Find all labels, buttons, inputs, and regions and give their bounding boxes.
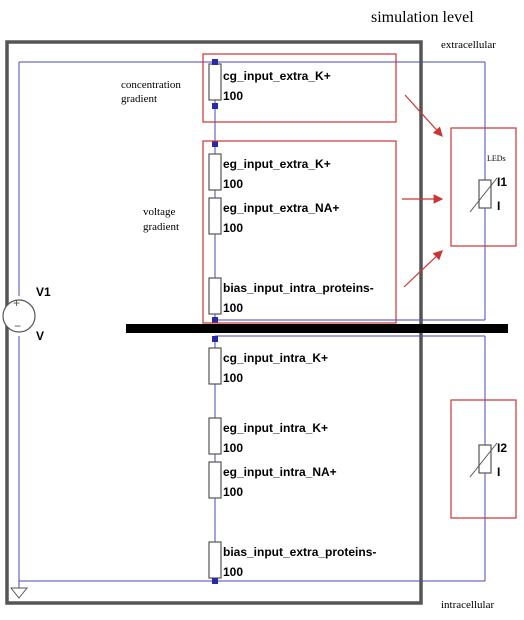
resistor-value: 100 (223, 301, 243, 315)
resistor-bias-intra-proteins: bias_input_intra_proteins- 100 (208, 277, 374, 315)
resistor-icon (208, 277, 222, 315)
voltage-source-v1: + − V1 V (2, 285, 51, 343)
voltage-label: voltage (143, 206, 175, 218)
intracellular-label: intracellular (441, 599, 494, 611)
voltage-gradient-box (202, 140, 397, 324)
wiring (18, 61, 486, 588)
voltage-label-2: gradient (143, 221, 179, 233)
leds-box-top (450, 127, 517, 247)
resistor-name: cg_input_extra_K+ (223, 69, 331, 83)
svg-text:−: − (14, 319, 21, 333)
resistor-icon (208, 417, 222, 455)
arrows (402, 94, 444, 288)
resistor-icon (208, 153, 222, 191)
resistor-icon (208, 63, 222, 101)
current-source-icon (478, 179, 492, 209)
leds-label: LEDs (487, 154, 506, 163)
source-name: V1 (36, 285, 51, 299)
arrow-concentration (404, 94, 443, 137)
current-source-i1: LEDs I1 I (469, 154, 507, 213)
source-name: I2 (497, 441, 507, 455)
concentration-gradient-box (202, 53, 397, 123)
voltage-source-icon (2, 299, 36, 333)
arrow-bias (403, 250, 443, 288)
resistor-icon (208, 461, 222, 499)
resistor-cg-intra-k: cg_input_intra_K+ 100 (208, 347, 328, 385)
simulation-level-title: simulation level (371, 9, 474, 26)
resistor-icon (208, 347, 222, 385)
resistor-value: 100 (223, 89, 243, 103)
current-source-icon (478, 444, 492, 474)
lower-resistor-chain: cg_input_intra_K+ 100 eg_input_intra_K+ … (208, 347, 376, 579)
resistor-value: 100 (223, 177, 243, 191)
source-name: I1 (497, 175, 507, 189)
resistor-bias-extra-proteins: bias_input_extra_proteins- 100 (208, 541, 376, 579)
source-value: I (497, 199, 500, 213)
resistor-value: 100 (223, 371, 243, 385)
resistor-name: eg_input_intra_NA+ (223, 465, 337, 479)
resistor-value: 100 (223, 441, 243, 455)
source-value: V (36, 329, 44, 343)
resistor-icon (208, 197, 222, 235)
concentration-label-2: gradient (121, 93, 157, 105)
resistor-name: eg_input_extra_NA+ (223, 201, 339, 215)
resistor-value: 100 (223, 221, 243, 235)
resistor-name: eg_input_extra_K+ (223, 157, 331, 171)
resistor-icon (208, 541, 222, 579)
resistor-value: 100 (223, 565, 243, 579)
leds-box-bottom (450, 399, 517, 519)
resistor-name: cg_input_intra_K+ (223, 351, 328, 365)
resistor-eg-intra-na: eg_input_intra_NA+ 100 (208, 461, 337, 499)
resistor-eg-extra-k: eg_input_extra_K+ 100 (208, 153, 331, 191)
resistor-cg-extra-k: cg_input_extra_K+ 100 (208, 63, 331, 103)
upper-resistor-chain: cg_input_extra_K+ 100 eg_input_extra_K+ … (208, 63, 374, 315)
current-source-i2: I2 I (469, 441, 507, 479)
variable-arrow-icon (469, 177, 498, 213)
junction-nodes (212, 59, 218, 584)
resistor-name: bias_input_intra_proteins- (223, 281, 374, 295)
resistor-eg-extra-na: eg_input_extra_NA+ 100 (208, 197, 339, 235)
resistor-eg-intra-k: eg_input_intra_K+ 100 (208, 417, 328, 455)
extracellular-label: extracellular (441, 39, 496, 51)
resistor-name: bias_input_extra_proteins- (223, 545, 376, 559)
ground-icon (9, 587, 29, 599)
membrane-bar (126, 324, 508, 333)
resistor-value: 100 (223, 485, 243, 499)
svg-text:+: + (13, 296, 20, 310)
resistor-name: eg_input_intra_K+ (223, 421, 328, 435)
source-value: I (497, 465, 500, 479)
variable-arrow-icon (469, 442, 498, 478)
concentration-label: concentration (121, 79, 181, 91)
